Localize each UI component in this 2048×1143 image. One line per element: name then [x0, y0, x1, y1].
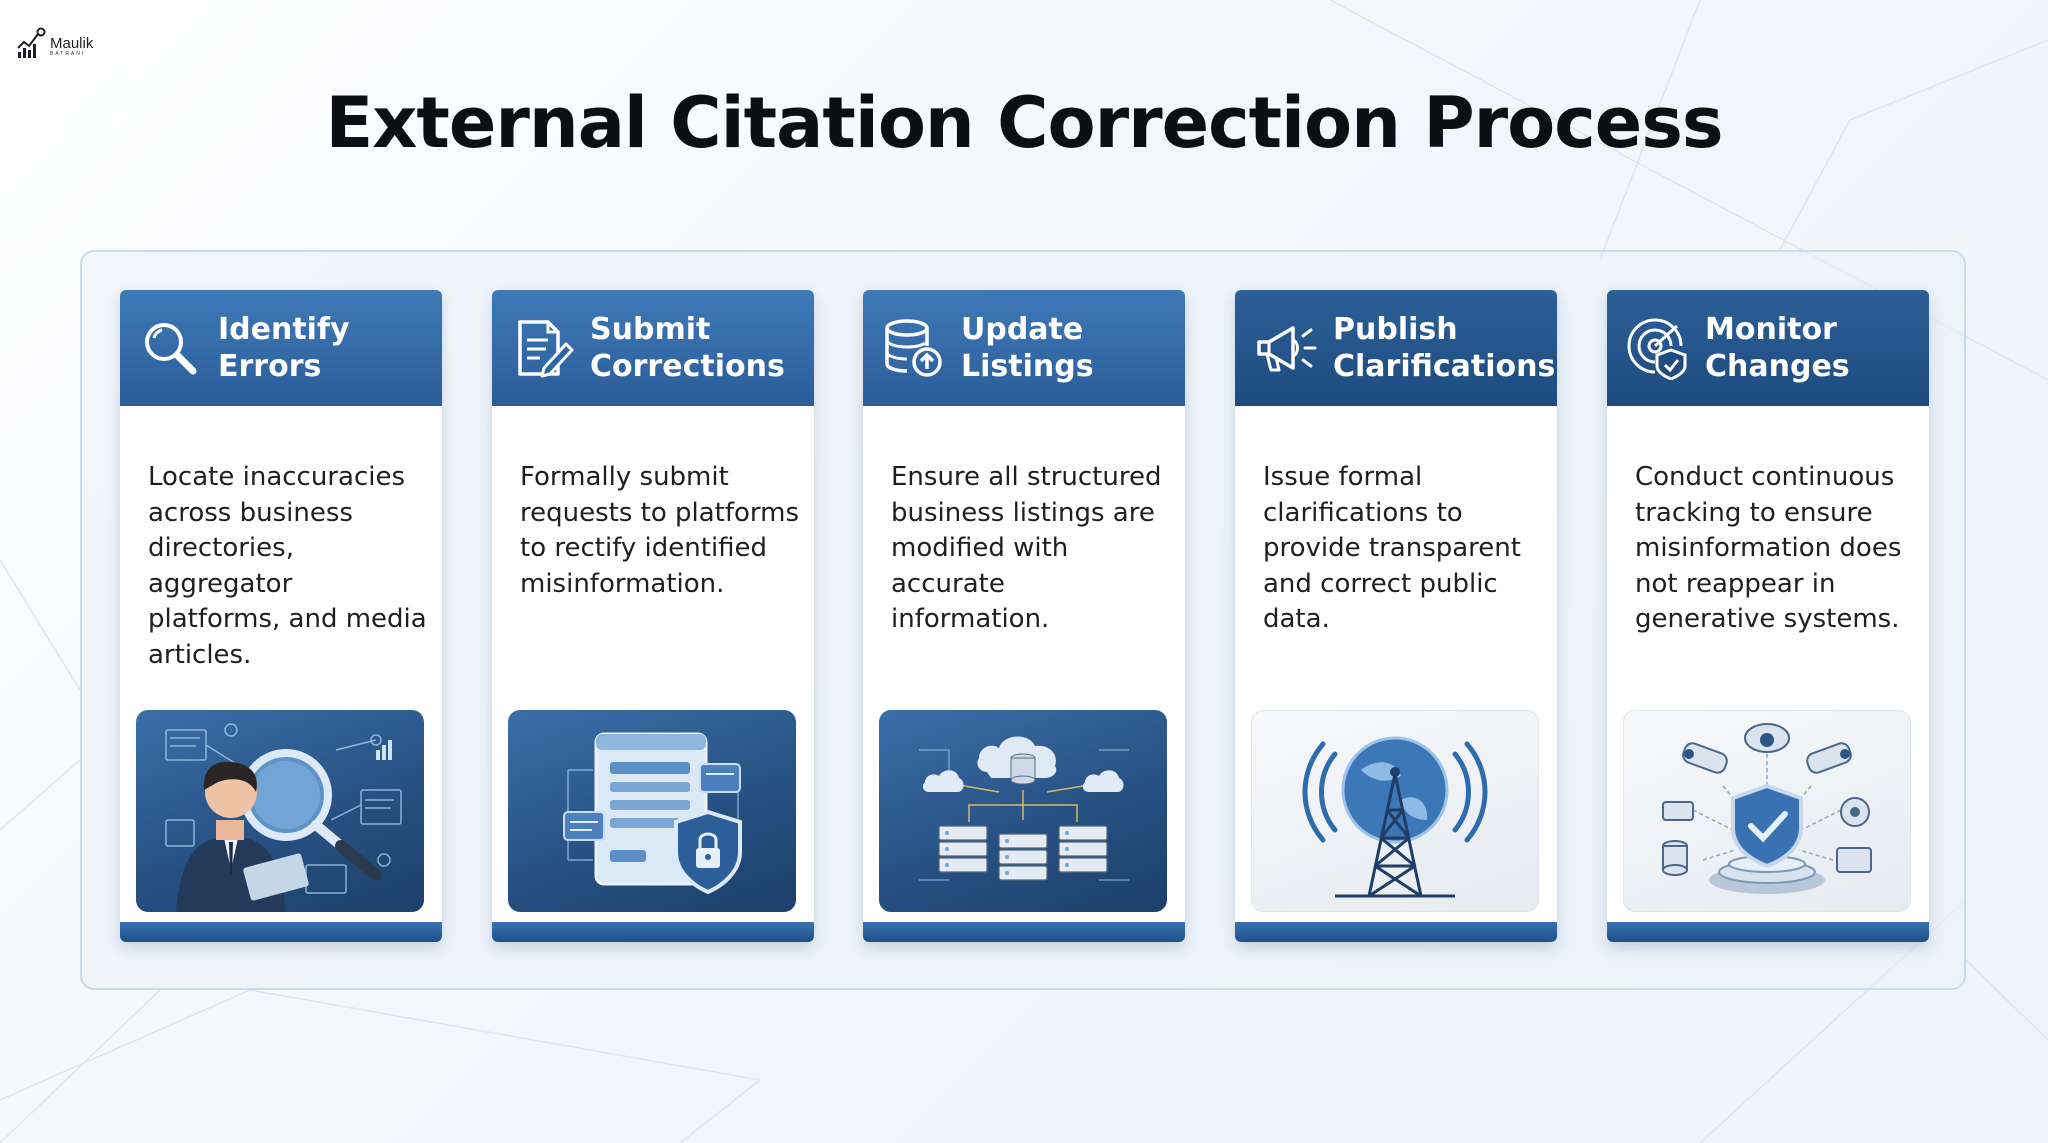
database-upload-icon: [885, 319, 942, 377]
step-description: Formally submit requests to platforms to…: [520, 462, 800, 599]
card-footer-bar: [492, 922, 814, 942]
megaphone-icon: [1257, 326, 1317, 372]
step-description: Issue formal clarifications to provide t…: [1263, 462, 1521, 634]
magnifier-icon: [145, 323, 197, 375]
step-description: Locate inaccuracies across business dire…: [148, 462, 427, 670]
cloud-servers-illustration: [879, 710, 1167, 912]
card-footer-bar: [1235, 922, 1557, 942]
card-footer-bar: [1607, 922, 1929, 942]
card-footer-bar: [120, 922, 442, 942]
logo-subtitle: BATRANI: [50, 51, 86, 57]
chart-logo-icon: [17, 27, 46, 58]
step-description: Conduct continuous tracking to ensure mi…: [1635, 462, 1902, 634]
brand-logo: Maulik BATRANI: [16, 26, 93, 60]
broadcast-tower-illustration: [1251, 710, 1539, 912]
analyst-magnifier-illustration: [136, 710, 424, 912]
logo-name: Maulik: [50, 35, 94, 52]
surveillance-shield-illustration: [1623, 710, 1911, 912]
page-title: External Citation Correction Process: [325, 82, 1723, 164]
radar-shield-icon: [1627, 318, 1687, 380]
document-pen-icon: [518, 320, 574, 378]
card-footer-bar: [863, 922, 1185, 942]
secure-document-illustration: [508, 710, 796, 912]
step-description: Ensure all structured business listings …: [891, 462, 1162, 634]
